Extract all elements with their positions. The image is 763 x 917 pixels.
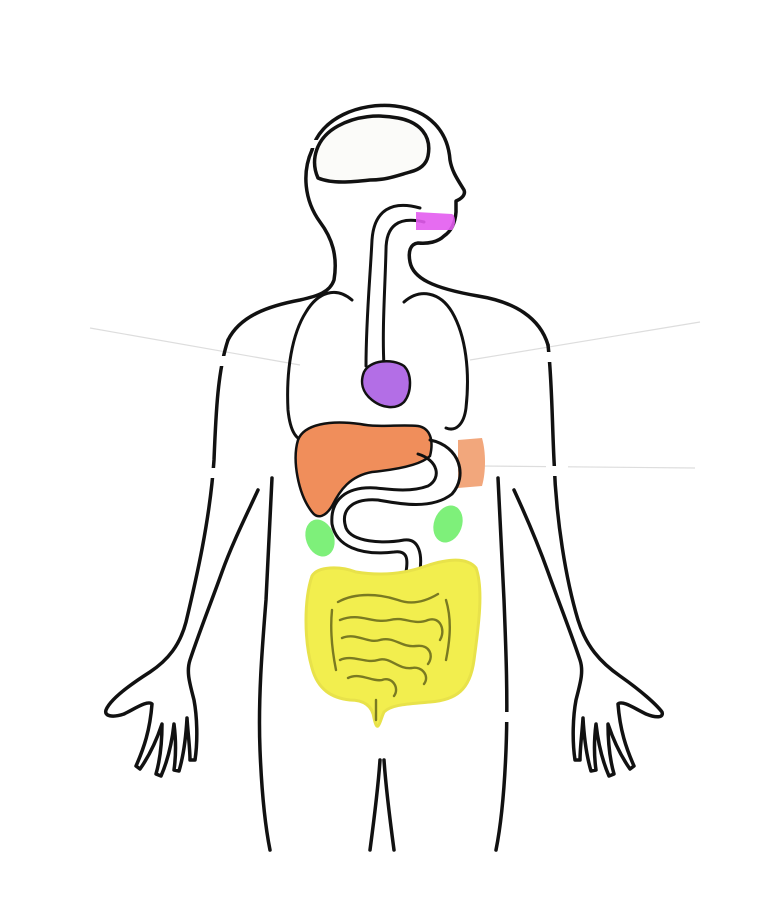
- small-intestine: [330, 592, 451, 722]
- right-torso-outline: [494, 476, 509, 852]
- head-back-outline: [226, 148, 337, 342]
- gap-left-shoulder: [208, 356, 228, 366]
- left-kidney: [305, 519, 335, 557]
- gap-left-hip: [160, 594, 186, 604]
- label-leader-lines: [89, 321, 701, 469]
- left-torso-outline: [257, 476, 274, 852]
- leader-line-right-middle: [479, 465, 696, 469]
- leg-split-outline-right: [382, 758, 396, 852]
- gap-right-hip: [588, 566, 614, 576]
- esophagus: [364, 203, 426, 368]
- duodenum-inner: [330, 452, 438, 574]
- leader-line-left-upper: [89, 327, 301, 366]
- right-lung-outline: [402, 292, 469, 431]
- gap-left-arm-mid: [198, 468, 220, 478]
- duodenum: [330, 438, 462, 574]
- intestine-coil-2: [338, 615, 444, 642]
- intestine-coil-4: [338, 656, 428, 686]
- label-gaps: [160, 140, 614, 722]
- mouth: [416, 212, 455, 230]
- left-arm-outline: [103, 338, 260, 778]
- gap-right-shoulder: [540, 352, 562, 362]
- lungs: [286, 290, 469, 443]
- gap-head: [298, 140, 328, 148]
- esophagus-left-wall: [364, 203, 422, 368]
- leader-line-right-upper: [469, 321, 701, 361]
- intestine-coil-5: [346, 674, 398, 698]
- intestine-coil-7: [444, 598, 451, 662]
- right-kidney: [433, 505, 463, 543]
- brain: [312, 114, 431, 184]
- pancreas: [458, 438, 485, 488]
- duodenum-outer: [343, 438, 462, 572]
- esophagus-right-wall: [381, 218, 426, 368]
- large-intestine: [304, 558, 482, 728]
- intestine-coil-3: [340, 635, 432, 666]
- right-arm-outline: [512, 343, 665, 778]
- intestine-coil-6: [330, 608, 338, 672]
- body-outline: [103, 103, 665, 852]
- stomach: [360, 359, 412, 409]
- intestine-coil-1: [336, 592, 440, 604]
- left-lung-outline: [286, 290, 354, 443]
- liver: [294, 421, 433, 518]
- leg-split-outline: [368, 758, 382, 852]
- gap-right-leg: [498, 712, 514, 722]
- gap-right-arm-mid: [546, 466, 568, 476]
